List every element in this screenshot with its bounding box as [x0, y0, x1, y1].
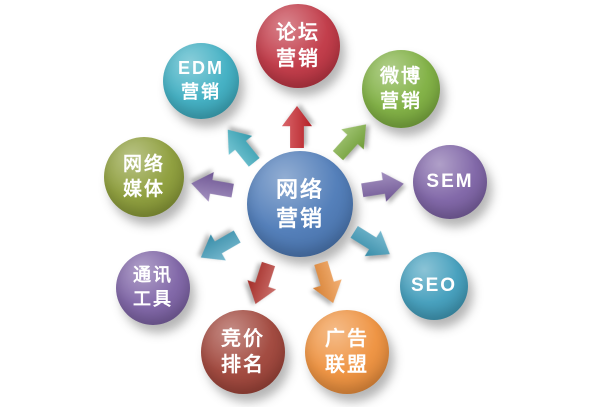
arrow-shape	[327, 114, 377, 165]
arrow-right-icon	[360, 169, 406, 205]
node-ad-alliance: 广告 联盟	[305, 310, 389, 394]
node-label-line: 营销	[181, 82, 221, 102]
node-label-line: 竞价	[221, 327, 265, 350]
node-weibo-marketing: 微博 营销	[362, 50, 440, 128]
node-label-line: 营销	[275, 206, 324, 231]
node-label-line: 联盟	[325, 354, 369, 376]
node-label-line: SEM	[426, 171, 474, 193]
arrow-shape	[360, 169, 406, 205]
arrow-up-icon	[282, 106, 312, 148]
node-forum-marketing: 论坛 营销	[256, 4, 340, 88]
node-label-line: 媒体	[122, 179, 165, 200]
arrow-down-icon	[307, 259, 348, 308]
node-communication-tools: 通讯 工具	[116, 251, 190, 325]
node-label-line: 网络	[122, 153, 165, 175]
node-label-line: 营销	[379, 91, 422, 112]
node-network-marketing-center: 网络 营销	[247, 151, 353, 257]
arrow-left-icon	[189, 169, 236, 206]
arrow-shape	[282, 106, 312, 148]
arrow-down-right-icon	[346, 219, 398, 267]
arrow-shape	[216, 120, 266, 172]
arrow-shape	[193, 224, 244, 271]
node-label-line: SEO	[410, 275, 458, 297]
arrow-shape	[346, 219, 398, 267]
arrow-shape	[307, 259, 348, 308]
arrow-shape	[189, 169, 236, 206]
node-label-line: 微博	[379, 65, 422, 87]
arrow-shape	[241, 259, 283, 308]
node-bid-ranking: 竞价 排名	[201, 310, 285, 394]
node-seo: SEO	[400, 252, 468, 320]
node-label-line: 通讯	[133, 265, 173, 286]
node-label-line: 网络	[275, 176, 324, 202]
node-sem: SEM	[413, 145, 487, 219]
node-label-line: 论坛	[276, 21, 320, 44]
node-label-line: EDM	[178, 58, 224, 79]
node-network-media: 网络 媒体	[104, 137, 184, 217]
node-edm-marketing: EDM 营销	[163, 43, 239, 119]
arrow-up-left-icon	[216, 120, 266, 172]
node-label-line: 排名	[221, 354, 265, 376]
arrow-down-left-icon	[241, 259, 283, 308]
node-label-line: 工具	[133, 289, 173, 309]
arrow-up-right-icon	[327, 114, 377, 165]
arrow-left-down-icon	[193, 224, 244, 271]
node-label-line: 广告	[325, 327, 369, 350]
node-label-line: 营销	[276, 48, 320, 70]
